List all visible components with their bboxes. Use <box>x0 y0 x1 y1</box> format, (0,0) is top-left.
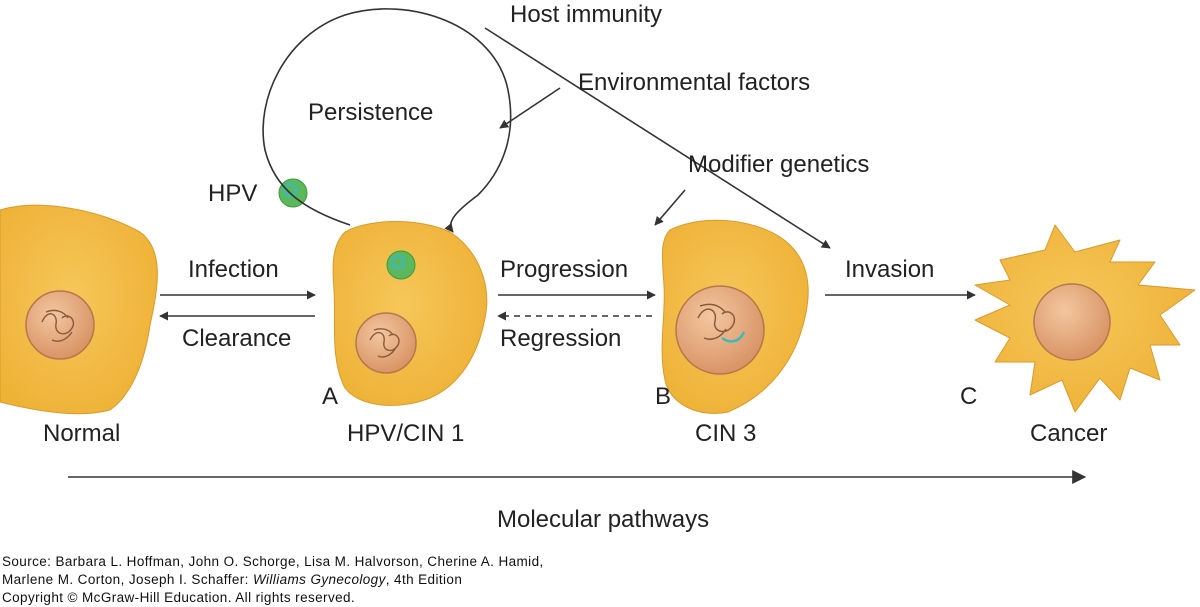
modifier-genetics-label: Modifier genetics <box>688 151 869 178</box>
host-immunity-line-arrow <box>484 27 831 249</box>
virus-in-cell-icon <box>386 250 416 280</box>
host-immunity-label: Host immunity <box>510 1 662 28</box>
source-citation-line-1: Source: Barbara L. Hoffman, John O. Scho… <box>2 554 544 569</box>
cancer-nucleus <box>1033 283 1111 361</box>
regression-label: Regression <box>500 325 621 352</box>
hpv-virus-icon <box>278 178 308 208</box>
hpv-label: HPV <box>208 180 257 207</box>
stage-cin3-label: CIN 3 <box>695 420 756 447</box>
stage-cancer-label: Cancer <box>1030 420 1107 447</box>
source-citation-line-2: Marlene M. Corton, Joseph I. Schaffer: W… <box>2 571 462 588</box>
persistence-label: Persistence <box>308 99 433 126</box>
infection-label: Infection <box>188 256 279 283</box>
invasion-label: Invasion <box>845 256 934 283</box>
stage-normal-label: Normal <box>43 420 120 447</box>
source-edition: , 4th Edition <box>385 572 463 587</box>
source-book-title: Williams Gynecology <box>252 572 386 587</box>
cin3-nucleus <box>675 285 765 375</box>
environmental-factors-label: Environmental factors <box>578 69 810 96</box>
stage-letter-a: A <box>322 383 338 410</box>
normal-nucleus <box>25 290 95 360</box>
progression-label: Progression <box>500 256 628 283</box>
hpv-cin1-cell <box>332 221 488 406</box>
source-authors: Marlene M. Corton, Joseph I. Schaffer: <box>2 572 253 587</box>
normal-cell <box>0 204 158 415</box>
cin3-cell <box>661 219 809 414</box>
modifier-genetics-arrow <box>654 189 686 226</box>
clearance-label: Clearance <box>182 325 291 352</box>
stage-letter-c: C <box>960 383 977 410</box>
environmental-factors-arrow <box>499 87 561 129</box>
stage-hpv-cin1-label: HPV/CIN 1 <box>347 420 464 447</box>
hpv-cin1-nucleus <box>355 312 417 374</box>
cancer-cell <box>974 224 1196 413</box>
persistence-loop-arrow <box>262 8 512 233</box>
molecular-pathways-label: Molecular pathways <box>497 506 709 533</box>
source-copyright: Copyright © McGraw-Hill Education. All r… <box>2 590 356 605</box>
stage-letter-b: B <box>655 383 671 410</box>
